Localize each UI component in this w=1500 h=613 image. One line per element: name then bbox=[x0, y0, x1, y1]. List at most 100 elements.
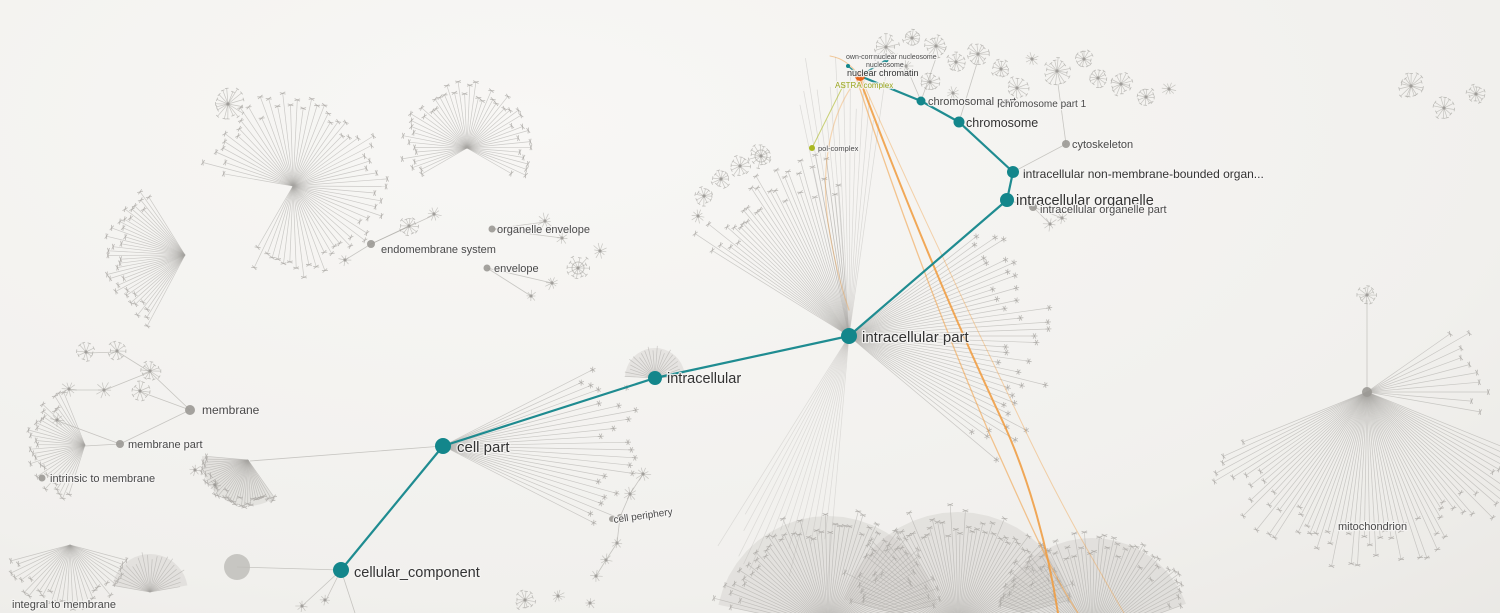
label-endomembrane-system[interactable]: endomembrane system bbox=[380, 243, 497, 258]
node-cluster[interactable] bbox=[50, 413, 65, 427]
node-cluster[interactable] bbox=[515, 589, 537, 611]
micro-node[interactable] bbox=[846, 64, 850, 68]
label-organelle-envelope[interactable]: organelle envelope bbox=[496, 223, 591, 238]
node-cluster[interactable] bbox=[694, 186, 713, 207]
node-chromosome[interactable] bbox=[953, 116, 965, 128]
term-node-gray[interactable] bbox=[483, 264, 491, 272]
term-node-gray[interactable] bbox=[488, 225, 496, 233]
node-cluster[interactable] bbox=[1007, 76, 1030, 99]
term-node-gray[interactable] bbox=[617, 514, 623, 520]
term-node-gray[interactable] bbox=[367, 240, 375, 248]
node-intracellular-non-membrane-bounded-organelle[interactable] bbox=[1007, 166, 1019, 178]
node-cluster[interactable] bbox=[556, 232, 568, 244]
node-cluster[interactable] bbox=[920, 72, 941, 91]
node-cluster[interactable] bbox=[1089, 69, 1108, 89]
label-cytoskeleton[interactable]: cytoskeleton bbox=[1071, 138, 1135, 153]
label-intracellular-organelle-part[interactable]: intracellular organelle part bbox=[1039, 203, 1168, 218]
micro-node[interactable] bbox=[840, 83, 846, 89]
term-node-gray[interactable] bbox=[185, 405, 195, 415]
node-cluster[interactable] bbox=[710, 169, 730, 189]
node-cluster[interactable] bbox=[140, 360, 162, 381]
term-node-gray[interactable] bbox=[116, 440, 124, 448]
label-cell-part[interactable]: cell part bbox=[456, 438, 512, 458]
node-cluster[interactable] bbox=[1042, 218, 1057, 232]
node-cluster[interactable] bbox=[1432, 96, 1455, 120]
label-intracellular-non-membrane-bounded-organ[interactable]: intracellular non-membrane-bounded organ… bbox=[1022, 166, 1265, 183]
node-cluster[interactable] bbox=[1075, 49, 1094, 68]
node-cluster[interactable] bbox=[107, 340, 127, 361]
node-cluster[interactable] bbox=[319, 594, 330, 606]
node-cluster[interactable] bbox=[1025, 52, 1039, 65]
node-cell-part[interactable] bbox=[435, 438, 451, 454]
node-cluster[interactable] bbox=[1465, 83, 1486, 104]
node-cluster[interactable] bbox=[399, 217, 419, 237]
term-node-gray[interactable] bbox=[1362, 387, 1372, 397]
node-cluster[interactable] bbox=[131, 380, 151, 402]
node-cluster[interactable] bbox=[947, 86, 959, 100]
node-chromosomal-part[interactable] bbox=[916, 96, 926, 106]
label-mitochondrion[interactable]: mitochondrion bbox=[1337, 520, 1409, 535]
node-cluster[interactable] bbox=[427, 207, 442, 221]
node-cluster[interactable] bbox=[566, 255, 590, 279]
node-cluster[interactable] bbox=[691, 209, 705, 224]
node-intracellular[interactable] bbox=[648, 371, 662, 385]
collapsed-node-disc[interactable] bbox=[224, 554, 250, 580]
label-chromosome-part-1[interactable]: chromosome part 1 bbox=[999, 98, 1088, 112]
label-nuclear-nucleosome[interactable]: nuclear nucleosome bbox=[873, 53, 938, 63]
label-pol-complex[interactable]: pol-complex bbox=[817, 143, 860, 155]
node-cluster[interactable] bbox=[1044, 57, 1071, 86]
node-cluster[interactable] bbox=[874, 33, 900, 59]
node-cluster[interactable] bbox=[946, 51, 966, 72]
label-envelope[interactable]: envelope bbox=[493, 262, 540, 277]
node-cluster[interactable] bbox=[623, 486, 636, 500]
node-cluster[interactable] bbox=[526, 289, 536, 302]
micro-node[interactable] bbox=[809, 145, 815, 151]
label-intracellular-organelle[interactable]: intracellular organelle bbox=[1015, 192, 1155, 211]
label-cellular-component[interactable]: cellular_component bbox=[353, 564, 481, 583]
label-nuclear-chromatin[interactable]: nuclear chromatin bbox=[846, 67, 920, 80]
node-cluster[interactable] bbox=[545, 277, 558, 291]
node-cluster[interactable] bbox=[215, 87, 245, 120]
node-cluster[interactable] bbox=[1398, 72, 1424, 98]
label-chromosomal-part[interactable]: chromosomal part bbox=[927, 95, 1018, 110]
label-intracellular-part[interactable]: intracellular part bbox=[861, 328, 971, 348]
node-cluster[interactable] bbox=[991, 58, 1010, 78]
node-cluster[interactable] bbox=[967, 43, 990, 65]
label-intracellular[interactable]: intracellular bbox=[666, 370, 743, 389]
node-cluster[interactable] bbox=[902, 28, 921, 46]
node-cellular-component[interactable] bbox=[333, 562, 349, 578]
label-nucleosome[interactable]: nucleosome bbox=[865, 61, 905, 71]
micro-node[interactable] bbox=[883, 57, 889, 63]
label-integral-to-membrane[interactable]: integral to membrane bbox=[11, 598, 117, 613]
label-own-complex[interactable]: own-complex bbox=[845, 53, 889, 63]
node-cluster[interactable] bbox=[1356, 285, 1377, 305]
node-cluster[interactable] bbox=[593, 242, 607, 259]
node-cluster[interactable] bbox=[1136, 87, 1155, 106]
node-cluster[interactable] bbox=[1161, 82, 1177, 95]
node-cluster[interactable] bbox=[189, 464, 201, 477]
term-node-gray[interactable] bbox=[1062, 140, 1070, 148]
node-cluster[interactable] bbox=[730, 155, 751, 177]
node-cluster[interactable] bbox=[924, 34, 947, 59]
node-cluster[interactable] bbox=[76, 341, 95, 362]
node-cluster[interactable] bbox=[552, 589, 566, 603]
label-intrinsic-to-membrane[interactable]: intrinsic to membrane bbox=[49, 472, 157, 487]
term-node-gray[interactable] bbox=[1029, 203, 1037, 211]
node-cluster[interactable] bbox=[747, 144, 772, 170]
label-astra-complex[interactable]: ASTRA complex bbox=[834, 80, 895, 92]
label-cell-periphery[interactable]: cell periphery bbox=[612, 506, 675, 528]
label-chromosome[interactable]: chromosome bbox=[965, 115, 1040, 132]
node-cluster[interactable] bbox=[1110, 71, 1134, 97]
node-cluster[interactable] bbox=[210, 479, 222, 492]
label-membrane[interactable]: membrane bbox=[201, 402, 261, 419]
node-cluster[interactable] bbox=[600, 553, 613, 565]
node-nuclear-chromatin[interactable] bbox=[855, 71, 865, 81]
node-cluster[interactable] bbox=[585, 598, 596, 609]
label-membrane-part[interactable]: membrane part bbox=[127, 438, 204, 453]
node-intracellular-organelle[interactable] bbox=[1000, 193, 1014, 207]
node-intracellular-part[interactable] bbox=[841, 328, 857, 344]
term-node-gray[interactable] bbox=[609, 516, 615, 522]
term-node-gray[interactable] bbox=[38, 474, 46, 482]
